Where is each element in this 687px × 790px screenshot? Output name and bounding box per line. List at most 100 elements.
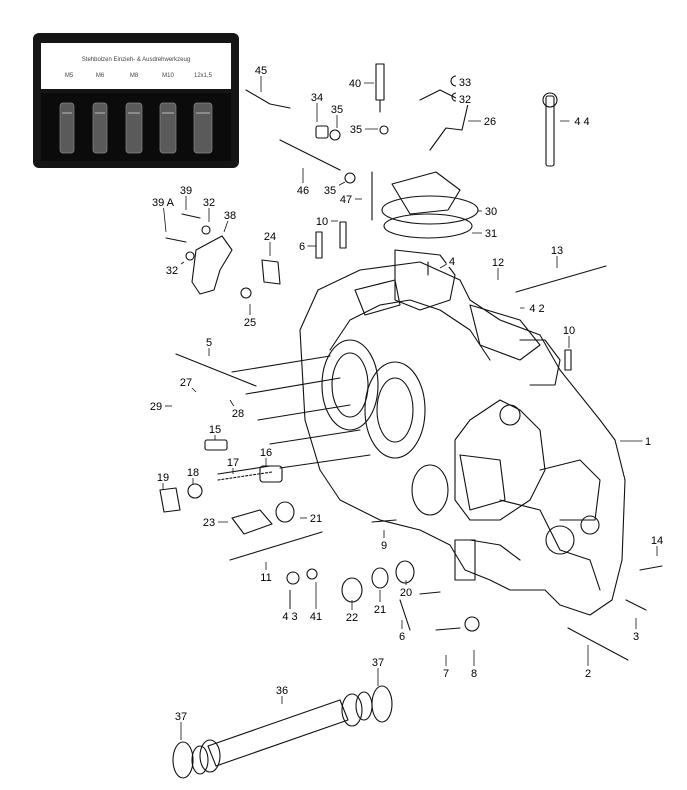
callout-c39a: 39 A [152,197,175,209]
callout-bg-c12 [489,255,507,268]
callout-bg-c37a [172,709,190,722]
callout-bg-c30 [482,204,500,217]
callout-c7: 7 [443,668,449,680]
callout-bg-c7 [440,666,452,679]
callout-c33: 33 [459,77,471,89]
callout-c17: 17 [227,457,239,469]
callout-c28: 28 [232,408,244,420]
callout-c16: 16 [260,447,272,459]
kit-size-m5: M5 [65,73,74,79]
callout-bg-c32c [456,92,474,105]
callout-c15: 15 [209,424,221,436]
callout-bg-c35a [328,102,346,115]
kit-size-m10: M10 [162,73,174,79]
callout-bg-c6b [396,629,408,642]
callout-bg-c6a [296,239,308,252]
crankcase-half [299,249,626,616]
callout-bg-c2 [582,666,594,679]
callout-bg-c14 [648,533,666,546]
callout-bg-c15 [206,422,224,435]
callout-c14: 14 [651,535,663,547]
callout-bg-c20 [397,585,415,598]
callout-c29: 29 [150,401,162,413]
callout-bg-c28 [229,406,247,419]
callout-bg-c13 [548,243,566,256]
callout-c8: 8 [471,668,477,680]
callout-bg-c5 [203,335,215,348]
callout-c37b: 37 [372,657,384,669]
callout-c35a: 35 [331,104,343,116]
callout-bg-c1 [642,434,654,447]
callout-c26: 26 [484,116,496,128]
callout-c18: 18 [187,467,199,479]
callout-bg-c35b [347,122,365,135]
callout-bg-c11 [257,570,275,583]
callout-bg-c21a [307,511,325,524]
callout-bg-c16 [257,445,275,458]
callout-c27: 27 [180,377,192,389]
callout-c22: 22 [346,612,358,624]
short-studs [315,221,572,632]
callout-c9: 9 [381,540,387,552]
callout-bg-c46 [294,183,312,196]
callout-bg-c22 [343,610,361,623]
callout-c42: 4 2 [529,303,544,315]
callout-c1: 1 [645,436,651,448]
callout-bg-c10a [313,214,331,227]
stud-tool-kit-photo: Stehbolzen Einzieh- & Ausdrehwerkzeug M5… [33,33,239,168]
callout-c35c: 35 [324,185,336,197]
callout-c34: 34 [311,92,323,104]
callout-c21b: 21 [374,604,386,616]
kit-size-m8: M8 [130,73,139,79]
long-studs [175,265,663,661]
callout-bg-c24 [261,229,279,242]
callout-c6b: 6 [399,631,405,643]
callout-bg-c23 [200,515,218,528]
callout-c43: 4 3 [282,611,297,623]
callout-c37a: 37 [175,711,187,723]
callout-bg-c41 [307,609,325,622]
callout-bg-c39a [147,195,179,208]
kit-size-m6: M6 [96,73,105,79]
kit-size-12x1-5: 12x1,5 [194,73,213,79]
callout-c30: 30 [485,206,497,218]
callout-c19: 19 [157,472,169,484]
callout-bg-c32b [163,263,181,276]
callout-bg-c21b [371,602,389,615]
callout-bg-c25 [241,315,259,328]
callout-c5: 5 [206,337,212,349]
kit-case-title: Stehbolzen Einzieh- & Ausdrehwerkzeug [82,57,190,63]
callout-bg-c31 [482,226,500,239]
callout-bg-c36 [273,683,291,696]
callout-c39: 39 [180,185,192,197]
callout-bg-c3a [630,629,642,642]
callout-c25: 25 [244,317,256,329]
callout-bg-c40 [346,76,364,89]
callout-c38: 38 [224,210,236,222]
callout-c32b: 32 [166,265,178,277]
callout-bg-c34 [308,90,326,103]
callout-c4: 4 [449,256,455,268]
callout-c21a: 21 [310,513,322,525]
callout-c6a: 6 [299,241,305,253]
callout-c47: 47 [340,194,352,206]
oil-pressure-relief-parts [159,439,415,603]
oil-return-tube [172,685,393,779]
callout-bg-c8 [468,666,480,679]
callout-c41: 41 [310,611,322,623]
callout-bg-c33 [456,75,474,88]
callout-bg-c26 [481,114,499,127]
callout-c2: 2 [585,668,591,680]
callout-bg-c35c [321,183,339,196]
callout-c40: 40 [349,78,361,90]
callout-c23: 23 [203,517,215,529]
callout-c44: 4 4 [574,116,589,128]
callout-bg-c38 [221,208,239,221]
callout-bg-c32a [200,195,218,208]
callout-c36: 36 [276,685,288,697]
callout-bg-c44 [569,114,595,127]
callout-c10b: 10 [563,325,575,337]
callout-bg-c47 [337,192,355,205]
